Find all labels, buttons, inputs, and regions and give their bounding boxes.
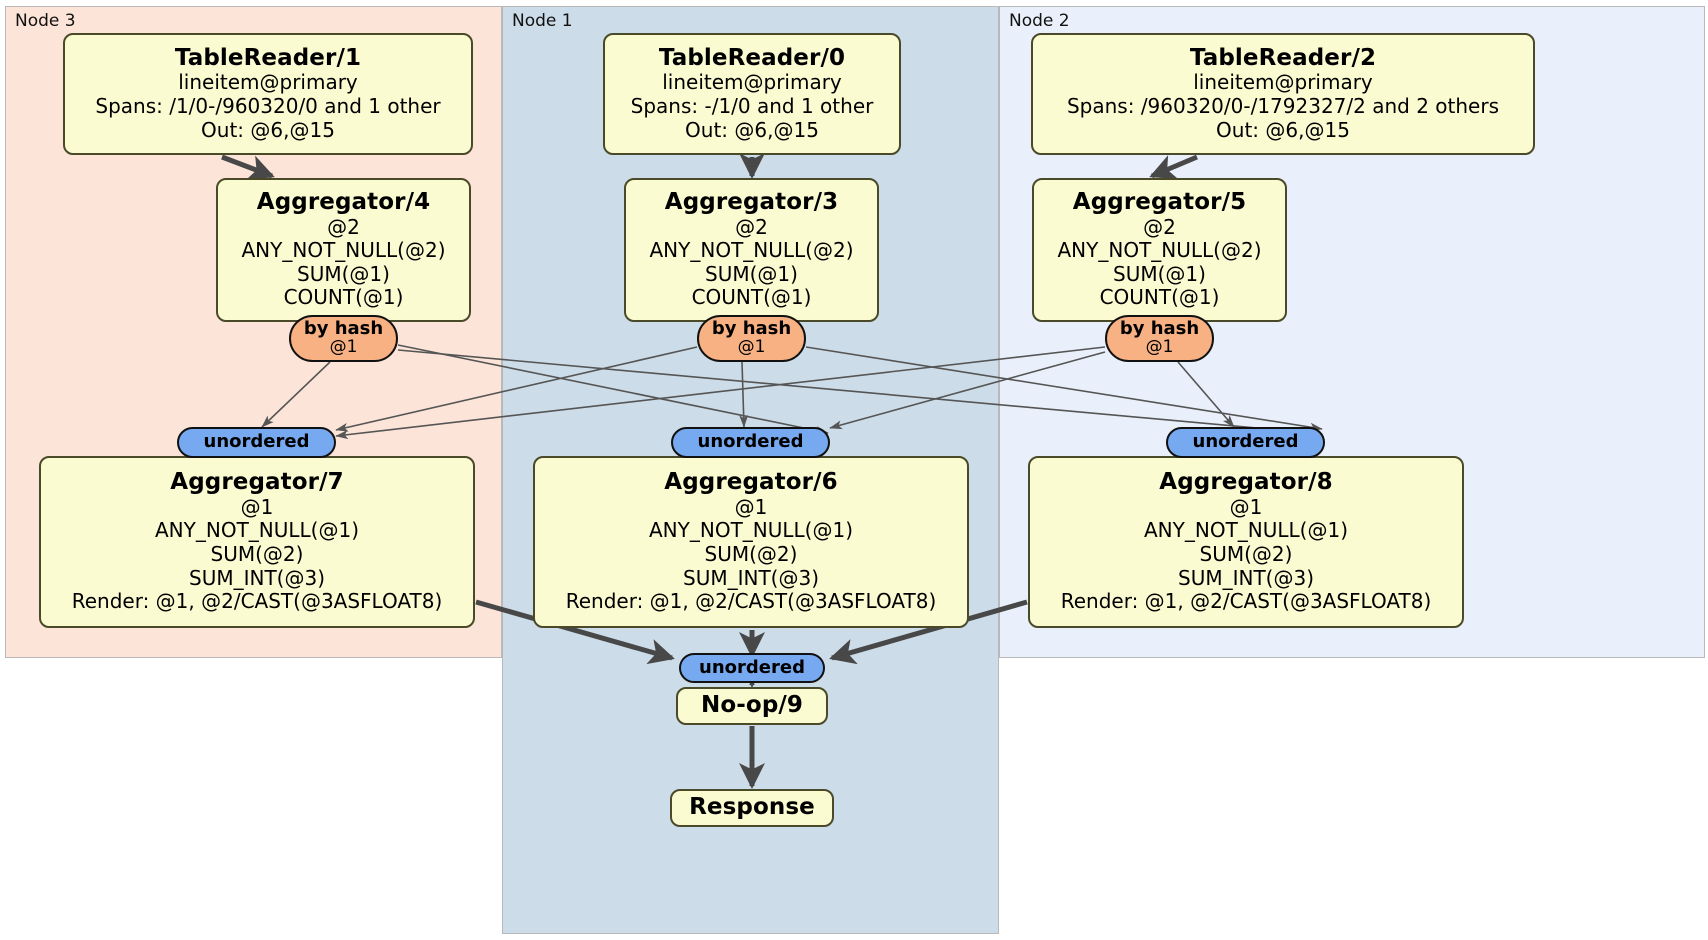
processor-title: Aggregator/5: [1072, 188, 1247, 215]
edge-hash3-to-unordered7: [335, 346, 698, 432]
processor-detail-line: SUM_INT(@3): [683, 565, 819, 590]
processor-detail-line: Spans: -/1/0 and 1 other: [630, 94, 874, 119]
processor-tablereader1[interactable]: TableReader/1 lineitem@primary Spans: /1…: [63, 33, 473, 155]
edge-hash3-to-unordered8: [805, 346, 1323, 432]
processor-detail-line: ANY_NOT_NULL(@2): [241, 238, 446, 263]
processor-render-line: Render: @1, @2/CAST(@3ASFLOAT8): [1060, 589, 1432, 614]
sync-label: unordered: [697, 431, 804, 453]
processor-title: Aggregator/4: [256, 188, 431, 215]
processor-detail-line: @2: [327, 214, 360, 239]
processor-detail-line: SUM(@2): [210, 542, 304, 567]
processor-title: TableReader/0: [658, 44, 846, 71]
processor-aggregator7[interactable]: Aggregator/7 @1 ANY_NOT_NULL(@1) SUM(@2)…: [39, 456, 475, 628]
processor-detail-line: @1: [240, 494, 274, 519]
edge-hash5-to-unordered7: [335, 346, 1106, 440]
processor-detail-line: SUM(@2): [1199, 542, 1293, 567]
processor-title: TableReader/2: [1189, 44, 1377, 71]
processor-response[interactable]: Response: [670, 789, 834, 827]
router-label: by hash: [303, 318, 384, 340]
processor-aggregator5[interactable]: Aggregator/5 @2 ANY_NOT_NULL(@2) SUM(@1)…: [1032, 178, 1287, 322]
router-column: @1: [737, 337, 766, 358]
output-router-by-hash-aggregator3[interactable]: by hash @1: [697, 315, 806, 362]
processor-title: Aggregator/6: [664, 469, 838, 496]
processor-tablereader0[interactable]: TableReader/0 lineitem@primary Spans: -/…: [603, 33, 901, 155]
edge-group-hash-shuffle: [261, 344, 1323, 440]
processor-detail-line: Out: @6,@15: [685, 117, 819, 142]
input-sync-unordered-noop9[interactable]: unordered: [679, 653, 825, 683]
processor-detail-line: COUNT(@1): [1099, 285, 1220, 310]
processor-title: TableReader/1: [174, 44, 362, 71]
processor-detail-line: Out: @6,@15: [201, 117, 335, 142]
processor-detail-line: ANY_NOT_NULL(@2): [1057, 238, 1262, 263]
edge-tablereader1-to-aggregator4: [221, 154, 275, 180]
processor-detail-line: COUNT(@1): [691, 285, 812, 310]
edge-hash3-to-unordered6: [739, 361, 749, 428]
processor-title: No-op/9: [701, 692, 803, 719]
node-cluster-label-node2: Node 2: [1009, 11, 1070, 31]
processor-detail-line: SUM(@1): [1113, 261, 1206, 286]
node-cluster-label-node1: Node 1: [512, 11, 573, 31]
processor-aggregator8[interactable]: Aggregator/8 @1 ANY_NOT_NULL(@1) SUM(@2)…: [1028, 456, 1464, 628]
processor-detail-line: ANY_NOT_NULL(@1): [155, 518, 359, 543]
edge-aggregator7-to-unordered9: [475, 599, 675, 665]
edge-hash4-to-unordered8: [397, 349, 1323, 438]
processor-render-line: Render: @1, @2/CAST(@3ASFLOAT8): [565, 589, 937, 614]
edge-tablereader2-to-aggregator5: [1149, 154, 1198, 180]
processor-title: Response: [689, 794, 815, 821]
processor-detail-line: SUM(@2): [704, 542, 798, 567]
sync-label: unordered: [1192, 431, 1299, 453]
processor-noop9[interactable]: No-op/9: [676, 687, 828, 725]
processor-aggregator6[interactable]: Aggregator/6 @1 ANY_NOT_NULL(@1) SUM(@2)…: [533, 456, 969, 628]
processor-detail-line: Spans: /1/0-/960320/0 and 1 other: [95, 94, 441, 119]
router-label: by hash: [711, 318, 792, 340]
processor-detail-line: lineitem@primary: [1193, 70, 1373, 95]
processor-render-line: Render: @1, @2/CAST(@3ASFLOAT8): [71, 589, 443, 614]
node-cluster-label-node3: Node 3: [15, 11, 76, 31]
edge-hash5-to-unordered6: [829, 351, 1106, 430]
input-sync-unordered-aggregator7[interactable]: unordered: [177, 427, 336, 458]
processor-detail-line: @2: [1143, 214, 1176, 239]
input-sync-unordered-aggregator6[interactable]: unordered: [671, 427, 830, 458]
processor-detail-line: Spans: /960320/0-/1792327/2 and 2 others: [1066, 94, 1499, 119]
processor-detail-line: ANY_NOT_NULL(@2): [649, 238, 854, 263]
processor-detail-line: COUNT(@1): [283, 285, 404, 310]
processor-detail-line: @1: [1229, 494, 1263, 519]
edge-hash4-to-unordered6: [397, 344, 829, 435]
output-router-by-hash-aggregator4[interactable]: by hash @1: [289, 315, 398, 362]
processor-detail-line: @2: [735, 214, 768, 239]
router-column: @1: [1145, 337, 1174, 358]
processor-aggregator4[interactable]: Aggregator/4 @2 ANY_NOT_NULL(@2) SUM(@1)…: [216, 178, 471, 322]
edge-aggregator8-to-unordered9: [829, 599, 1028, 665]
router-label: by hash: [1119, 318, 1200, 340]
processor-detail-line: lineitem@primary: [178, 70, 358, 95]
processor-title: Aggregator/8: [1159, 469, 1333, 496]
processor-detail-line: @1: [734, 494, 768, 519]
processor-tablereader2[interactable]: TableReader/2 lineitem@primary Spans: /9…: [1031, 33, 1535, 155]
processor-detail-line: SUM_INT(@3): [189, 565, 325, 590]
edge-hash4-to-unordered7: [261, 361, 331, 428]
processor-title: Aggregator/7: [170, 469, 344, 496]
output-router-by-hash-aggregator5[interactable]: by hash @1: [1105, 315, 1214, 362]
processor-detail-line: SUM(@1): [705, 261, 798, 286]
processor-detail-line: lineitem@primary: [662, 70, 842, 95]
processor-detail-line: ANY_NOT_NULL(@1): [649, 518, 853, 543]
processor-detail-line: ANY_NOT_NULL(@1): [1144, 518, 1348, 543]
sync-label: unordered: [203, 431, 310, 453]
input-sync-unordered-aggregator8[interactable]: unordered: [1166, 427, 1325, 458]
processor-detail-line: Out: @6,@15: [1216, 117, 1350, 142]
processor-title: Aggregator/3: [664, 188, 839, 215]
edge-group-vertical: [221, 153, 1198, 790]
processor-detail-line: SUM_INT(@3): [1178, 565, 1314, 590]
processor-detail-line: SUM(@1): [297, 261, 390, 286]
router-column: @1: [329, 337, 358, 358]
processor-aggregator3[interactable]: Aggregator/3 @2 ANY_NOT_NULL(@2) SUM(@1)…: [624, 178, 879, 322]
edge-hash5-to-unordered8: [1177, 361, 1235, 428]
sync-label: unordered: [699, 656, 805, 678]
